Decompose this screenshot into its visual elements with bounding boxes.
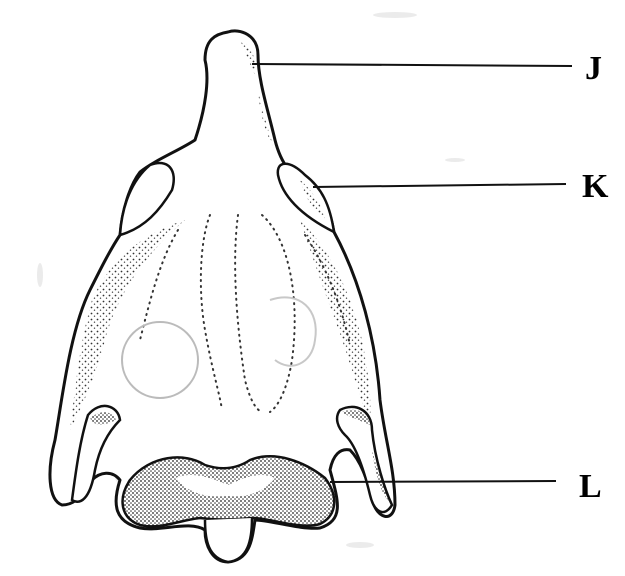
pointer-line-j bbox=[252, 64, 572, 66]
label-k: K bbox=[582, 170, 608, 204]
pointer-line-l bbox=[330, 481, 556, 482]
label-j: J bbox=[585, 52, 602, 86]
label-l: L bbox=[579, 470, 602, 504]
pointer-line-k bbox=[313, 184, 566, 187]
